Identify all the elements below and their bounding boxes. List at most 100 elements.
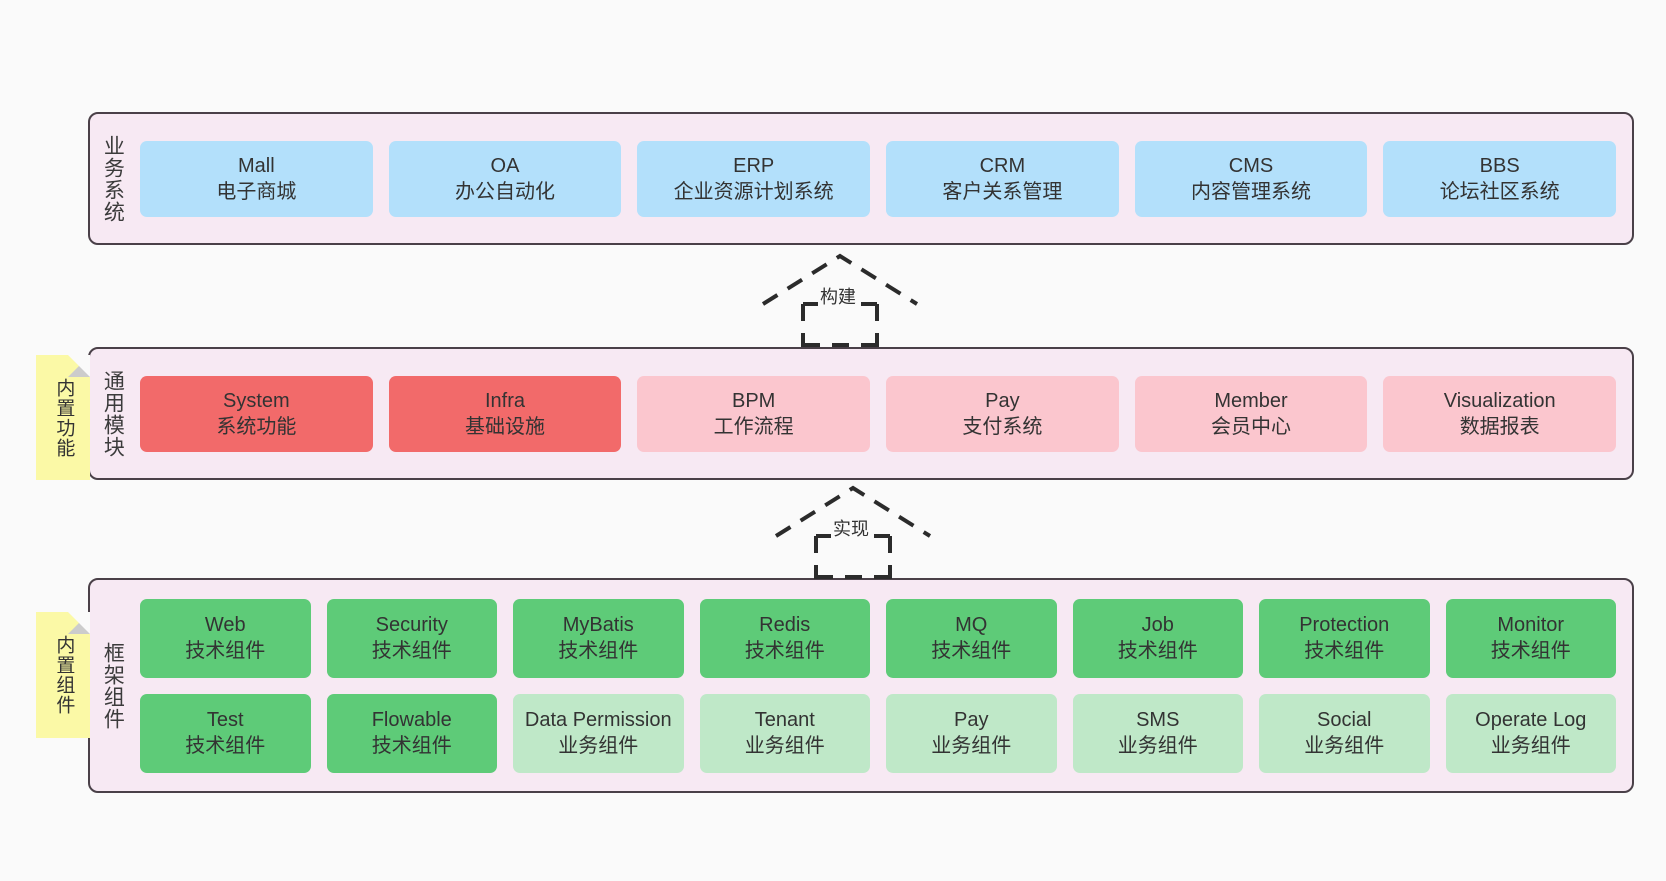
node-infra[interactable]: Infra 基础设施	[388, 375, 622, 452]
node-subtitle: 办公自动化	[455, 180, 555, 203]
layer-title-common: 通用模块	[101, 369, 125, 458]
node-erp[interactable]: ERP 企业资源计划系统	[637, 140, 871, 217]
node-mall[interactable]: Mall 电子商城	[140, 140, 373, 217]
node-mybatis[interactable]: MyBatis 技术组件	[513, 598, 684, 678]
node-subtitle: 技术组件	[744, 640, 825, 662]
node-subtitle: 技术组件	[371, 735, 452, 757]
node-data-permission[interactable]: Data Permission 业务组件	[513, 693, 684, 773]
node-row: Mall 电子商城 OA 办公自动化 ERP 企业资源计划系统 CRM 客户关系…	[140, 140, 1617, 217]
node-system[interactable]: System 系统功能	[140, 375, 373, 452]
layer-framework-component: 框架组件 Web 技术组件 Security 技术组件 MyBatis 技术组件…	[88, 578, 1634, 793]
note-text: 内置组件	[53, 635, 75, 715]
node-monitor[interactable]: Monitor 技术组件	[1445, 598, 1616, 678]
node-crm[interactable]: CRM 客户关系管理	[886, 140, 1119, 217]
node-title: CMS	[1228, 154, 1274, 177]
node-title: Pay	[985, 389, 1020, 412]
node-title: System	[222, 389, 290, 412]
node-security[interactable]: Security 技术组件	[326, 598, 497, 678]
node-row: System 系统功能 Infra 基础设施 BPM 工作流程 Pay 支付系统…	[140, 375, 1617, 452]
node-subtitle: 系统功能	[216, 415, 297, 438]
node-subtitle: 技术组件	[185, 735, 266, 757]
node-title: Mall	[238, 154, 275, 177]
node-title: Redis	[759, 614, 811, 636]
node-sms[interactable]: SMS 业务组件	[1072, 693, 1243, 773]
note-builtin-function: 内置功能	[36, 355, 90, 480]
node-subtitle: 业务组件	[744, 735, 825, 757]
node-tenant[interactable]: Tenant 业务组件	[699, 693, 870, 773]
note-text: 内置功能	[53, 377, 75, 458]
node-title: Tenant	[754, 709, 815, 731]
node-title: Flowable	[371, 709, 452, 731]
dashed-generalization-arrow-icon	[761, 253, 919, 347]
node-subtitle: 业务组件	[1117, 735, 1198, 757]
node-subtitle: 数据报表	[1459, 415, 1540, 438]
node-row: Test 技术组件 Flowable 技术组件 Data Permission …	[140, 693, 1616, 773]
node-protection[interactable]: Protection 技术组件	[1259, 598, 1430, 678]
connector-label-implement: 实现	[831, 519, 871, 540]
layer-business-system: 业务系统 Mall 电子商城 OA 办公自动化 ERP 企业资源计划系统 CRM…	[88, 112, 1634, 245]
node-test[interactable]: Test 技术组件	[140, 693, 311, 773]
node-cms[interactable]: CMS 内容管理系统	[1134, 140, 1368, 217]
node-title: Visualization	[1443, 389, 1556, 412]
node-operate-log[interactable]: Operate Log 业务组件	[1445, 693, 1616, 773]
node-subtitle: 技术组件	[1304, 640, 1385, 662]
node-title: Infra	[484, 389, 526, 412]
node-title: Operate Log	[1475, 709, 1587, 731]
node-title: Social	[1317, 709, 1372, 731]
node-mq[interactable]: MQ 技术组件	[886, 598, 1057, 678]
node-subtitle: 工作流程	[713, 415, 794, 438]
node-subtitle: 支付系统	[962, 415, 1043, 438]
node-title: Data Permission	[524, 709, 672, 731]
node-subtitle: 业务组件	[558, 735, 639, 757]
node-title: Member	[1214, 389, 1288, 412]
node-oa[interactable]: OA 办公自动化	[388, 140, 622, 217]
node-title: Pay	[954, 709, 989, 731]
node-title: SMS	[1136, 709, 1180, 731]
node-redis[interactable]: Redis 技术组件	[699, 598, 870, 678]
layer-common-module: 通用模块 System 系统功能 Infra 基础设施 BPM 工作流程 Pay…	[88, 347, 1634, 480]
node-social[interactable]: Social 业务组件	[1259, 693, 1430, 773]
node-subtitle: 会员中心	[1211, 415, 1292, 438]
node-subtitle: 内容管理系统	[1191, 180, 1312, 203]
node-title: Security	[375, 614, 448, 636]
node-subtitle: 基础设施	[465, 415, 545, 438]
node-web[interactable]: Web 技术组件	[140, 598, 311, 678]
node-pay[interactable]: Pay 支付系统	[886, 375, 1119, 452]
node-job[interactable]: Job 技术组件	[1072, 598, 1243, 678]
layer-title-business: 业务系统	[101, 134, 125, 223]
node-subtitle: 论坛社区系统	[1439, 180, 1560, 203]
node-subtitle: 技术组件	[371, 640, 452, 662]
connector-implement: 实现	[768, 484, 938, 579]
node-title: ERP	[733, 154, 775, 177]
node-subtitle: 客户关系管理	[942, 180, 1063, 203]
node-title: OA	[490, 154, 520, 177]
node-title: BPM	[732, 389, 776, 412]
layer-body-framework: Web 技术组件 Security 技术组件 MyBatis 技术组件 Redi…	[134, 580, 1632, 791]
node-title: Monitor	[1497, 614, 1565, 636]
node-subtitle: 技术组件	[931, 640, 1012, 662]
layer-body-business: Mall 电子商城 OA 办公自动化 ERP 企业资源计划系统 CRM 客户关系…	[134, 114, 1632, 243]
node-bbs[interactable]: BBS 论坛社区系统	[1383, 140, 1617, 217]
node-subtitle: 业务组件	[1304, 735, 1385, 757]
node-title: Job	[1141, 614, 1174, 636]
node-title: Test	[206, 709, 244, 731]
node-title: Web	[204, 614, 246, 636]
node-subtitle: 电子商城	[216, 180, 297, 203]
node-pay-business[interactable]: Pay 业务组件	[886, 693, 1057, 773]
node-title: MyBatis	[562, 614, 634, 636]
node-subtitle: 技术组件	[1117, 640, 1198, 662]
node-title: CRM	[979, 154, 1026, 177]
node-flowable[interactable]: Flowable 技术组件	[326, 693, 497, 773]
connector-build: 构建	[755, 252, 925, 347]
node-visualization[interactable]: Visualization 数据报表	[1383, 375, 1617, 452]
node-title: MQ	[955, 614, 988, 636]
node-member[interactable]: Member 会员中心	[1134, 375, 1368, 452]
node-subtitle: 企业资源计划系统	[673, 180, 834, 203]
node-subtitle: 业务组件	[1490, 735, 1571, 757]
node-row: Web 技术组件 Security 技术组件 MyBatis 技术组件 Redi…	[140, 598, 1616, 678]
node-bpm[interactable]: BPM 工作流程	[637, 375, 871, 452]
note-builtin-component: 内置组件	[36, 612, 90, 738]
node-subtitle: 技术组件	[1490, 640, 1571, 662]
node-subtitle: 技术组件	[558, 640, 639, 662]
